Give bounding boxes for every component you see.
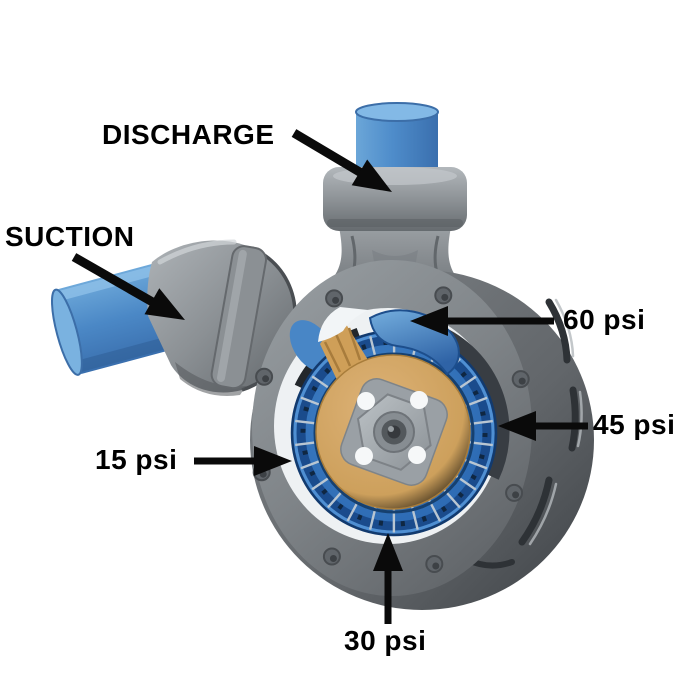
pressure-label-60psi: 60 psi [563, 304, 646, 335]
pressure-label-30psi: 30 psi [344, 625, 427, 656]
pressure-label-15psi: 15 psi [95, 444, 178, 475]
psi60-arrow [410, 306, 554, 336]
balance-holes [355, 391, 428, 465]
discharge-collar [323, 167, 467, 231]
psi15-arrow [194, 446, 292, 476]
discharge-arrow [291, 129, 392, 192]
psi45-arrow [498, 411, 588, 441]
suction-label: SUCTION [5, 221, 135, 252]
suction-elbow [147, 239, 297, 396]
impeller-hub [340, 378, 448, 486]
psi30-arrow [373, 533, 403, 624]
annotation-arrows [71, 129, 588, 624]
bore-highlight-wedge [318, 307, 368, 342]
suction-arrow [71, 253, 185, 320]
discharge-label: DISCHARGE [102, 119, 275, 150]
pressure-label-45psi: 45 psi [593, 409, 676, 440]
